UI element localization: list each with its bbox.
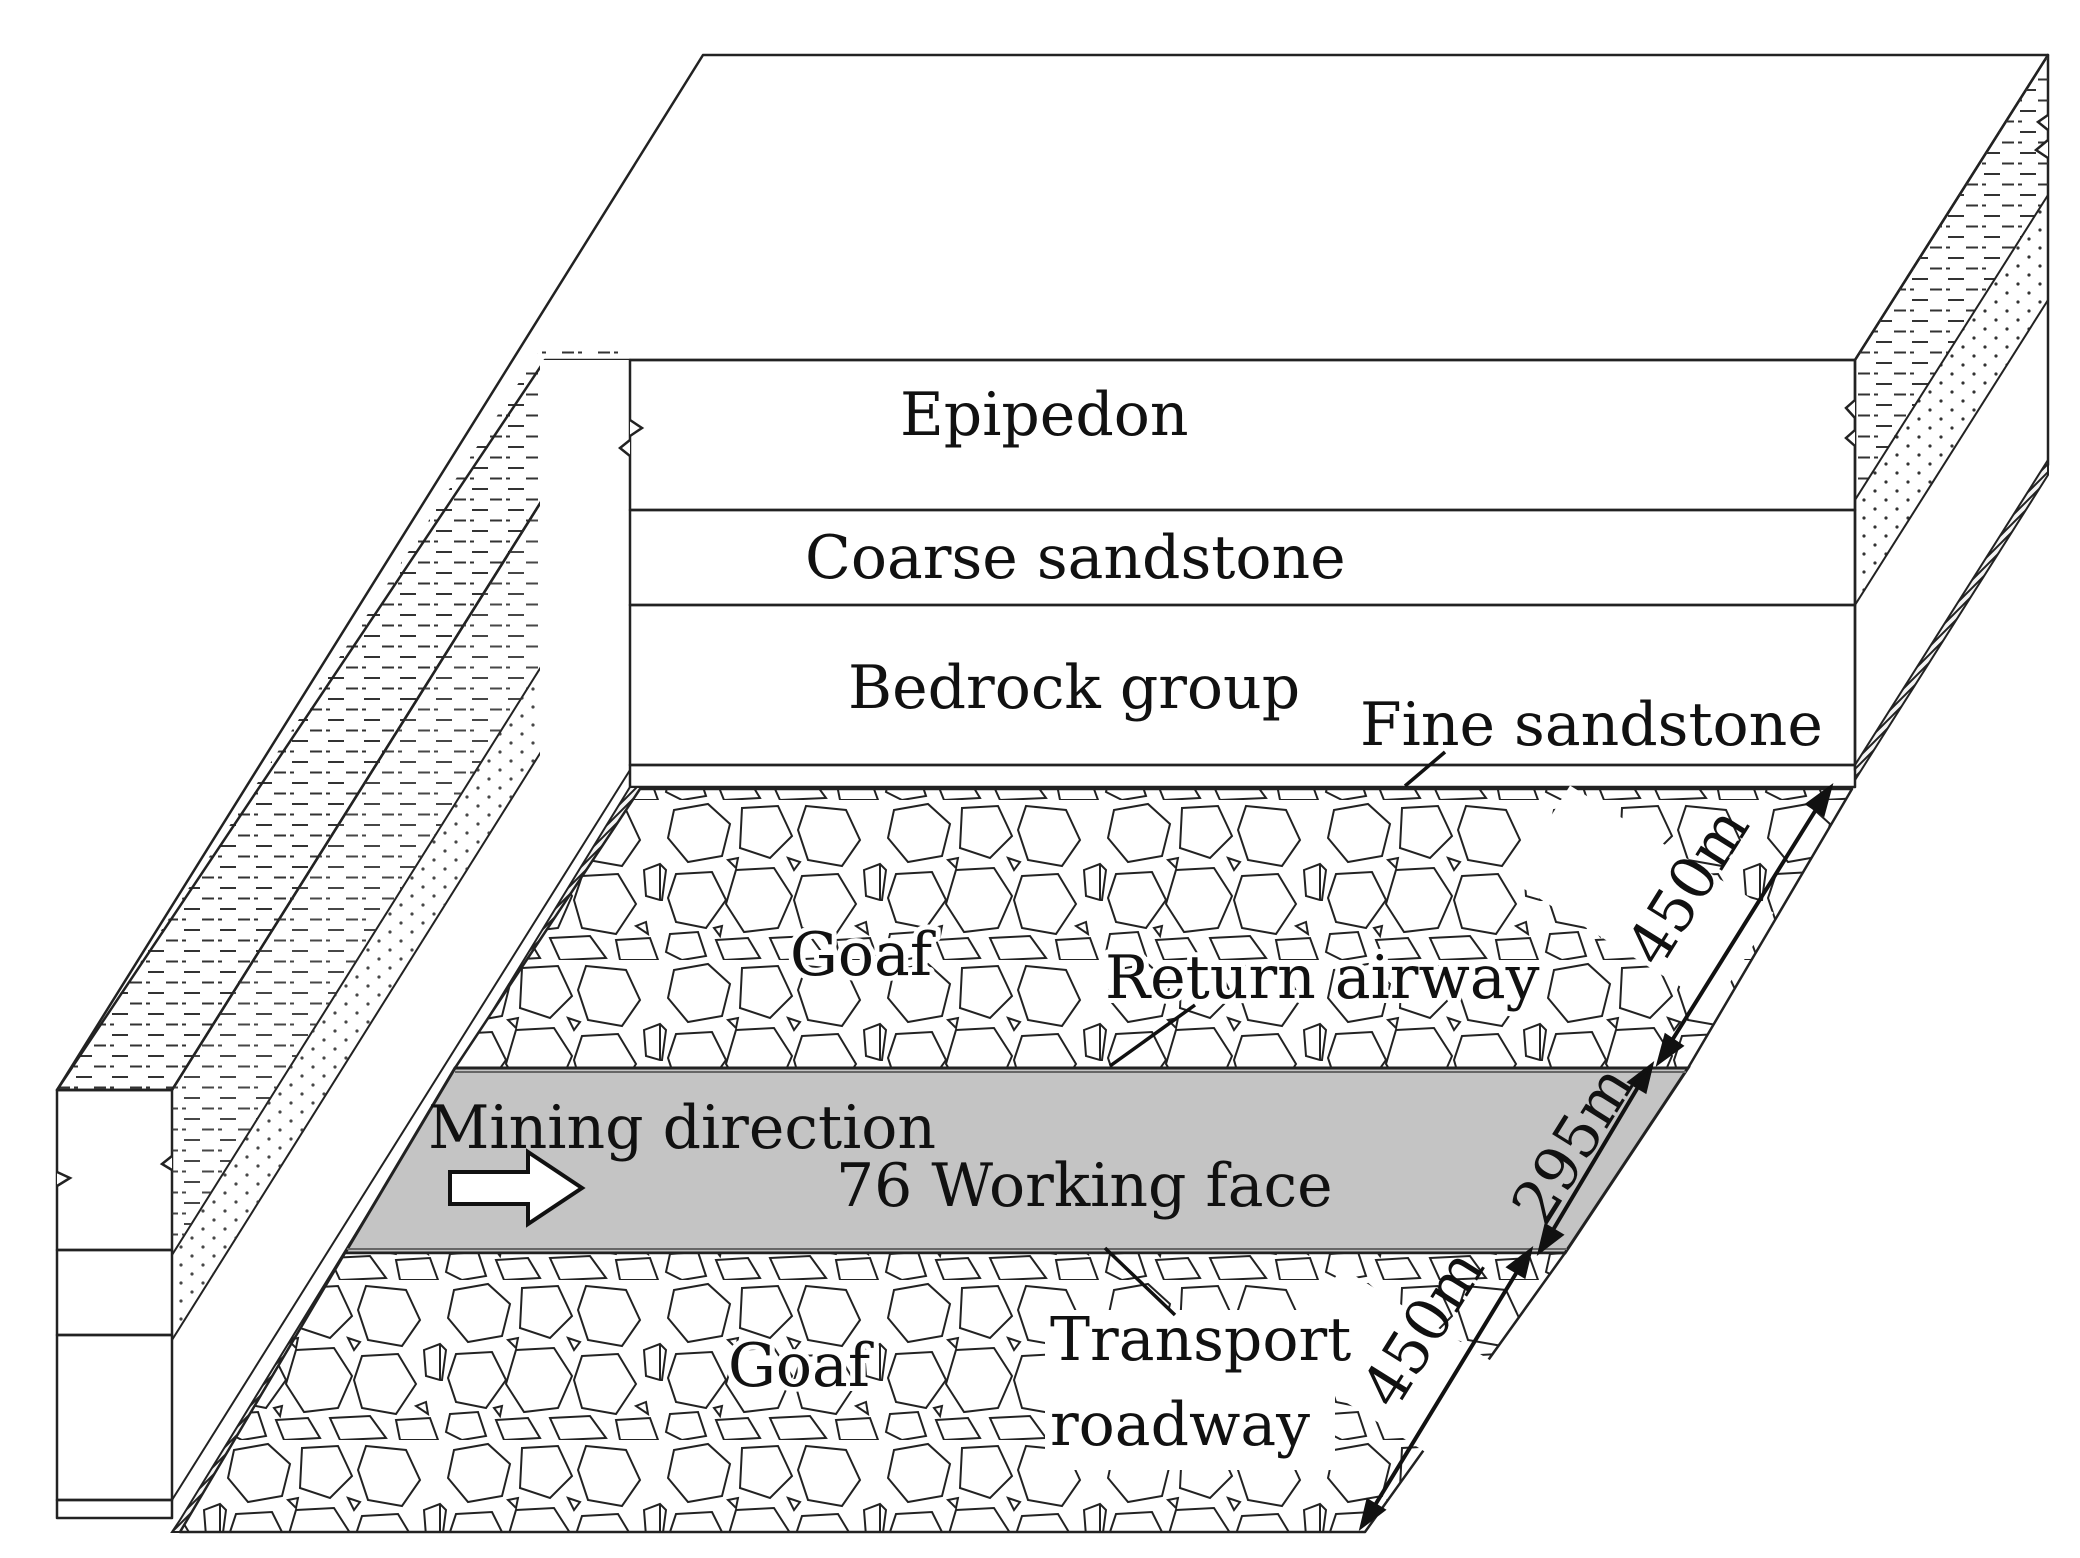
return-airway-label: Return airway (1105, 943, 1540, 1013)
fine-sandstone-label: Fine sandstone (1360, 690, 1823, 760)
strata-front-face (540, 358, 1857, 789)
mining-direction-label: Mining direction (428, 1093, 936, 1163)
transport-roadway-label-line1: Transport (1050, 1305, 1351, 1375)
transport-roadway-label-line2: roadway (1050, 1390, 1310, 1460)
working-face-label: 76 Working face (836, 1151, 1333, 1221)
fine-sandstone-leader (1403, 750, 1447, 788)
epipedon-layer (628, 358, 1857, 512)
transport-roadway-leader (1103, 1246, 1177, 1317)
bedrock-group-label: Bedrock group (848, 653, 1300, 723)
fine-sandstone-layer (628, 763, 1857, 789)
right-side-face (1853, 53, 2050, 784)
goaf-lower-label: Goaf (728, 1331, 874, 1401)
left-strata-strip (55, 350, 632, 1520)
coarse-sandstone-label: Coarse sandstone (805, 523, 1346, 593)
return-airway-leader (1108, 1003, 1197, 1068)
dimension-arrows (1358, 783, 1834, 1531)
mining-direction-arrow-icon (448, 1148, 586, 1228)
epipedon-label: Epipedon (900, 380, 1189, 450)
goaf-upper-label: Goaf (790, 920, 936, 990)
